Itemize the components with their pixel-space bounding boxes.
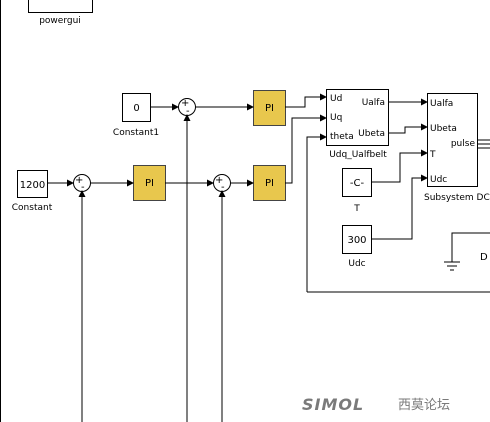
constant-c-value: -C-: [350, 178, 365, 189]
subsystem-block[interactable]: Ualfa Ubeta T Udc pulse: [427, 93, 478, 187]
sum-block-2[interactable]: + -: [73, 174, 91, 194]
constant1-block[interactable]: 0: [122, 93, 151, 122]
signal-wires: [47, 93, 490, 422]
sum3-minus-sign: -: [221, 182, 225, 193]
ground-symbol: [444, 261, 460, 271]
sum2-minus-sign: -: [81, 182, 85, 193]
watermark-cjk: 西莫论坛: [398, 398, 450, 413]
dq-port-ud: Ud: [330, 94, 342, 104]
constant-block[interactable]: 1200: [17, 170, 48, 198]
constant1-label: Constant1: [113, 128, 159, 138]
pi-block-mid[interactable]: PI: [253, 165, 286, 201]
dq-port-uq: Uq: [330, 113, 342, 123]
powergui-block[interactable]: [28, 0, 93, 13]
subsystem-label: Subsystem DC: [424, 193, 490, 203]
sum1-plus-sign: +: [181, 98, 189, 109]
sum1-minus-sign: -: [186, 106, 190, 117]
pi-block-top[interactable]: PI: [253, 90, 286, 126]
sum-block-1[interactable]: + -: [178, 98, 196, 117]
dq-port-ualfa: Ualfa: [362, 98, 385, 108]
subsystem-port-ualfa: Ualfa: [430, 99, 453, 109]
dq-port-theta: theta: [330, 132, 354, 142]
subsystem-port-pulse: pulse: [451, 139, 476, 149]
dq-port-ubeta: Ubeta: [358, 129, 385, 139]
subsystem-port-t: T: [429, 150, 436, 160]
sum2-plus-sign: +: [75, 175, 83, 186]
constant-300-value: 300: [347, 235, 366, 246]
pi-mid-label: PI: [265, 178, 274, 189]
constant1-value: 0: [133, 103, 139, 114]
pi-top-label: PI: [265, 103, 274, 114]
constant-value: 1200: [20, 180, 45, 191]
pi-left-label: PI: [145, 178, 154, 189]
constant-c-label: T: [353, 204, 360, 214]
watermark-latin: SIMOL: [302, 395, 364, 414]
sum-block-3[interactable]: + -: [213, 174, 231, 194]
constant-300-block[interactable]: 300: [342, 225, 372, 254]
constant-c-block[interactable]: -C-: [342, 168, 372, 197]
d-label: D: [480, 252, 488, 263]
udq-ualfbelt-label: Udq_Ualfbelt: [329, 150, 387, 160]
sum3-plus-sign: +: [215, 175, 223, 186]
powergui-label: powergui: [39, 16, 81, 26]
subsystem-port-udc: Udc: [430, 175, 447, 185]
constant-300-label: Udc: [348, 259, 365, 269]
subsystem-port-ubeta: Ubeta: [430, 124, 457, 134]
pi-block-left[interactable]: PI: [133, 165, 166, 201]
udq-ualfbelt-block[interactable]: Ud Uq theta Ualfa Ubeta: [326, 89, 389, 146]
constant-label: Constant: [12, 203, 53, 213]
